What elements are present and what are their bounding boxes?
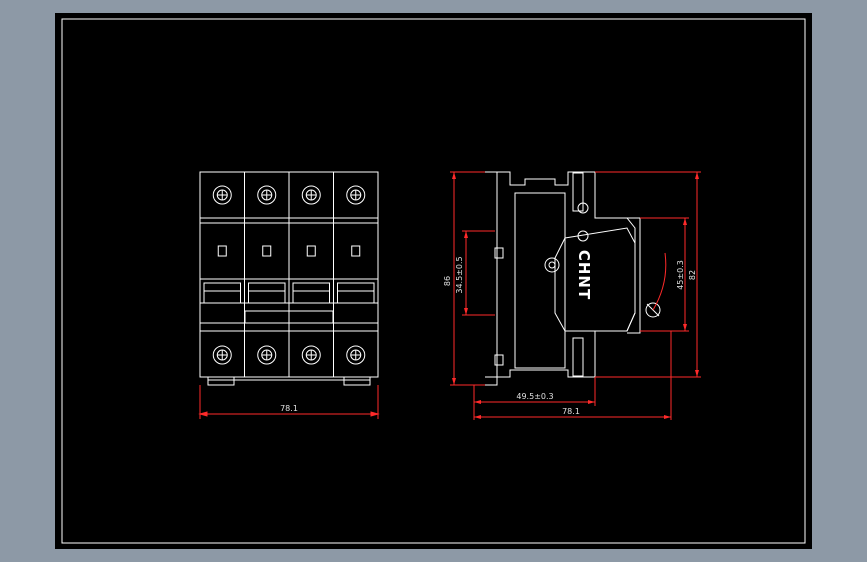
dim-total-depth: 78.1 xyxy=(562,407,580,416)
brand-logo: CHNT xyxy=(575,250,593,300)
handle-tie-bar xyxy=(244,310,334,324)
dim-face-height: 45±0.3 xyxy=(676,260,685,290)
top-terminal-slot xyxy=(572,172,584,212)
toggle-knob xyxy=(645,302,661,318)
front-face xyxy=(627,217,641,334)
rail-back-plate xyxy=(485,171,498,386)
side-body-profile xyxy=(485,171,636,378)
bottom-terminal-screw xyxy=(301,345,321,365)
indicator-window xyxy=(306,245,316,257)
dim-rail-to-face: 49.5±0.3 xyxy=(516,392,553,401)
bottom-terminal-screw xyxy=(257,345,277,365)
side-dimension-lines xyxy=(450,171,701,420)
side-dimension-arrows xyxy=(452,172,699,419)
handle-block xyxy=(337,282,375,304)
dim-rail-height: 34.5±0.5 xyxy=(455,256,464,293)
front-width-label: 78.1 xyxy=(280,404,298,413)
pivot-hole-inner xyxy=(548,261,556,269)
lower-rivet xyxy=(577,230,589,242)
cad-drawing-canvas: 78.1 xyxy=(55,13,812,549)
front-width-dimension xyxy=(198,385,380,419)
dim-total-height: 86 xyxy=(443,276,452,286)
din-clip-left xyxy=(207,376,235,386)
bottom-terminal-slot xyxy=(572,337,584,377)
rail-hook xyxy=(494,247,504,259)
pivot-hole xyxy=(544,257,560,273)
indicator-window xyxy=(262,245,272,257)
rail-hook-lower xyxy=(494,354,504,366)
handle-block xyxy=(292,282,330,304)
side-view xyxy=(485,171,661,386)
front-view xyxy=(199,171,379,386)
dim-face-height-2: 82 xyxy=(688,270,697,280)
top-terminal-screw xyxy=(346,185,366,205)
drawing-border-frame xyxy=(61,18,806,544)
drawing-svg: 78.1 xyxy=(61,18,806,544)
din-clip-right xyxy=(343,376,371,386)
handle-block xyxy=(203,282,241,304)
inner-chamber xyxy=(514,192,566,369)
top-terminal-screw xyxy=(301,185,321,205)
front-pole-details xyxy=(203,185,375,365)
indicator-window xyxy=(217,245,227,257)
top-terminal-screw xyxy=(257,185,277,205)
indicator-window xyxy=(351,245,361,257)
handle-lever xyxy=(554,227,636,332)
bottom-terminal-screw xyxy=(346,345,366,365)
bottom-terminal-screw xyxy=(212,345,232,365)
top-terminal-screw xyxy=(212,185,232,205)
handle-block xyxy=(248,282,286,304)
